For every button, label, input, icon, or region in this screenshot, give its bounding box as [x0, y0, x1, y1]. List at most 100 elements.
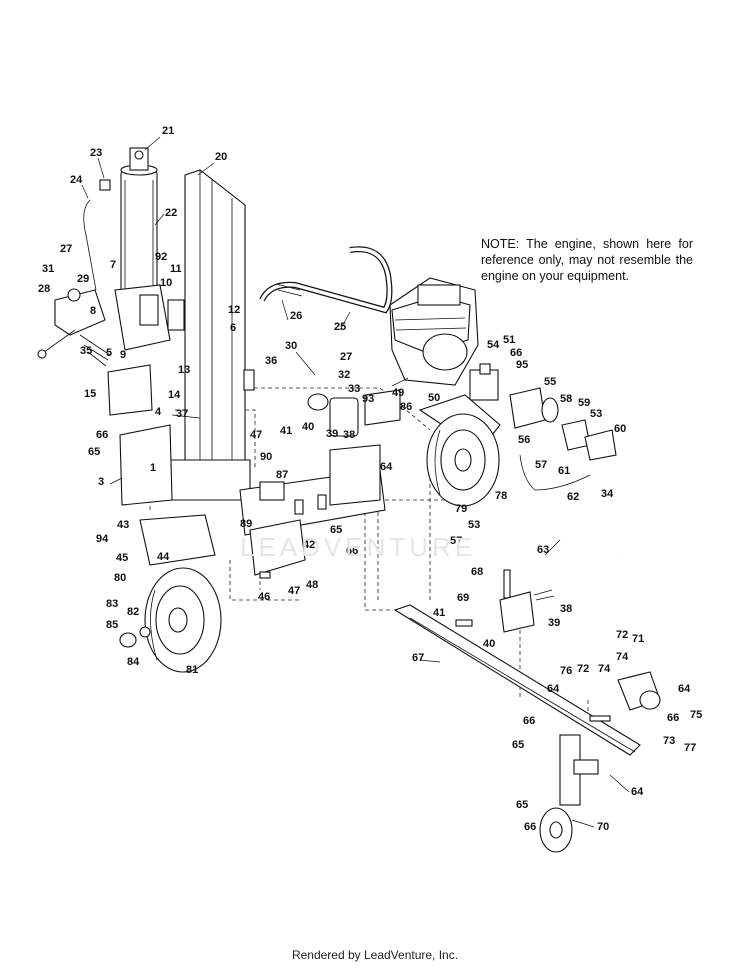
- callout-53: 53: [590, 408, 602, 420]
- callout-65: 65: [88, 446, 100, 458]
- callout-12: 12: [228, 304, 240, 316]
- callout-94: 94: [96, 533, 109, 545]
- callout-30: 30: [285, 340, 297, 352]
- callout-65: 65: [330, 524, 342, 536]
- callout-47: 47: [288, 585, 300, 597]
- callout-59: 59: [578, 397, 590, 409]
- callout-74: 74: [598, 663, 611, 675]
- callout-72: 72: [616, 629, 628, 641]
- jack-stand: [539, 734, 599, 853]
- callout-5: 5: [106, 347, 112, 359]
- hub-cap: [119, 626, 151, 648]
- callout-38: 38: [560, 603, 572, 615]
- callout-labels: 21 23 20 24 22 27 92 11 31 29 7 10 28 8 …: [38, 125, 702, 833]
- callout-64: 64: [631, 786, 644, 798]
- callout-7: 7: [110, 259, 116, 271]
- callout-23: 23: [90, 147, 102, 159]
- tongue-frame: [393, 604, 641, 756]
- callout-64: 64: [678, 683, 691, 695]
- callout-43: 43: [117, 519, 129, 531]
- callout-55: 55: [544, 376, 556, 388]
- callout-64: 64: [547, 683, 560, 695]
- callout-40: 40: [483, 638, 495, 650]
- callout-36: 36: [265, 355, 277, 367]
- callout-50: 50: [428, 392, 440, 404]
- wheel-right: [426, 413, 500, 507]
- engine: [389, 277, 479, 386]
- footer-credit: Rendered by LeadVenture, Inc.: [291, 948, 459, 962]
- callout-80: 80: [114, 572, 126, 584]
- leader-lines: [81, 136, 630, 828]
- callout-8: 8: [90, 305, 96, 317]
- callout-48: 48: [306, 579, 318, 591]
- callout-27: 27: [340, 351, 352, 363]
- callout-85: 85: [106, 619, 118, 631]
- wedge-assembly: [114, 284, 171, 351]
- wheel-left: [144, 567, 222, 673]
- callout-40: 40: [302, 421, 314, 433]
- callout-57: 57: [535, 459, 547, 471]
- callout-89: 89: [240, 518, 252, 530]
- callout-15: 15: [84, 388, 96, 400]
- callout-13: 13: [178, 364, 190, 376]
- callout-82: 82: [127, 606, 139, 618]
- callout-68: 68: [471, 566, 483, 578]
- callout-78: 78: [495, 490, 507, 502]
- callout-25: 25: [334, 321, 346, 333]
- callout-90: 90: [260, 451, 272, 463]
- callout-1: 1: [150, 462, 156, 474]
- callout-20: 20: [215, 151, 227, 163]
- callout-79: 79: [455, 503, 467, 515]
- callout-32: 32: [338, 369, 350, 381]
- callout-39: 39: [326, 428, 338, 440]
- callout-83: 83: [106, 598, 118, 610]
- callout-66: 66: [510, 347, 522, 359]
- callout-66: 66: [346, 545, 358, 557]
- callout-46: 46: [258, 591, 270, 603]
- callout-66: 66: [524, 821, 536, 833]
- tow-handle: [259, 246, 393, 314]
- callout-65: 65: [516, 799, 528, 811]
- callout-51: 51: [503, 334, 515, 346]
- callout-22: 22: [165, 207, 177, 219]
- callout-77: 77: [684, 742, 696, 754]
- engine-note: NOTE: The engine, shown here for referen…: [481, 237, 693, 283]
- callout-92: 92: [155, 251, 167, 263]
- pump-assembly: [469, 369, 617, 461]
- callout-66: 66: [96, 429, 108, 441]
- callout-86: 86: [400, 401, 412, 413]
- callout-67: 67: [412, 652, 424, 664]
- callout-3: 3: [98, 476, 104, 488]
- hoses: [519, 454, 628, 557]
- callout-14: 14: [168, 389, 181, 401]
- callout-95: 95: [516, 359, 528, 371]
- callout-4: 4: [155, 406, 162, 418]
- hydraulic-cylinder: [120, 147, 158, 301]
- callout-41: 41: [433, 607, 445, 619]
- callout-38: 38: [343, 429, 355, 441]
- control-valve: [37, 199, 111, 367]
- callout-81: 81: [186, 664, 198, 676]
- callout-27: 27: [60, 243, 72, 255]
- callout-76: 76: [560, 665, 572, 677]
- callout-41: 41: [280, 425, 292, 437]
- callout-72: 72: [577, 663, 589, 675]
- callout-56: 56: [518, 434, 530, 446]
- callout-28: 28: [38, 283, 50, 295]
- callout-71: 71: [632, 633, 644, 645]
- callout-39: 39: [548, 617, 560, 629]
- callout-9: 9: [120, 349, 126, 361]
- callout-73: 73: [663, 735, 675, 747]
- callout-35: 35: [80, 345, 92, 357]
- callout-11: 11: [170, 263, 182, 275]
- callout-47: 47: [250, 429, 262, 441]
- callout-84: 84: [127, 656, 140, 668]
- callout-26: 26: [290, 310, 302, 322]
- callout-58: 58: [560, 393, 572, 405]
- callout-64: 64: [380, 461, 393, 473]
- callout-70: 70: [597, 821, 609, 833]
- callout-24: 24: [70, 174, 83, 186]
- callout-69: 69: [457, 592, 469, 604]
- hitch-coupler: [617, 671, 661, 711]
